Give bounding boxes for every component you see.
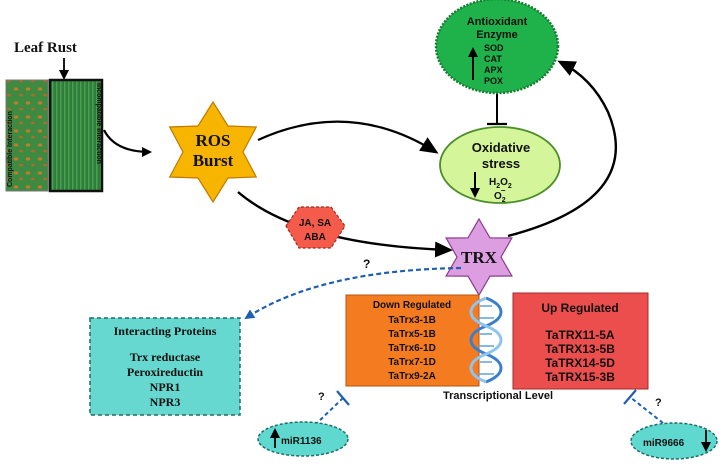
enzyme-cat: CAT <box>484 54 502 64</box>
trx-label: TRX <box>461 248 498 267</box>
antioxidant-enzyme-circle <box>434 0 560 95</box>
up-gene-3: TaTRX14-5D <box>545 356 615 370</box>
down-regulated-box <box>345 294 480 387</box>
mirna-right-inhibit-line <box>629 396 664 424</box>
down-gene-3: TaTrx6-1D <box>388 343 436 354</box>
leaf-image: Compatible Interaction Incompatible Inte… <box>5 78 104 193</box>
interacting-item-2: Peroxireductin <box>127 365 204 379</box>
arrow-leaf-to-ros <box>103 129 152 157</box>
antioxidant-title-line2: Enzyme <box>476 29 518 41</box>
incompatible-label: Incompatible Interaction <box>95 83 102 164</box>
ros-label-line2: Burst <box>193 151 234 170</box>
oxidative-stress-circle <box>439 126 561 204</box>
oxidative-line2: stress <box>482 156 520 171</box>
arrow-trx-to-antioxidant <box>507 60 618 238</box>
interacting-item-4: NPR3 <box>150 395 181 409</box>
down-regulated-title: Down Regulated <box>373 300 451 311</box>
leaf-rust-title: Leaf Rust <box>14 40 77 56</box>
down-gene-1: TaTrx3-1B <box>388 315 436 326</box>
mirna-left-label: miR1136 <box>281 436 322 447</box>
mirna-right-label: miR9666 <box>643 438 685 449</box>
ros-burst-star <box>168 100 258 204</box>
down-gene-5: TaTrx9-2A <box>388 371 436 382</box>
incompatible-leaf-panel <box>48 78 104 193</box>
mirna-right-ellipse <box>630 422 718 460</box>
interacting-item-1: Trx reductase <box>130 350 201 364</box>
h2o2-formula: H2O2 <box>489 177 512 190</box>
dashed-arrow-to-interacting <box>244 266 462 320</box>
h2o2-o: O <box>500 177 508 188</box>
compatible-leaf-panel <box>5 79 49 192</box>
o2-sup: − <box>501 186 506 195</box>
o2-sub: 2 <box>502 197 506 204</box>
up-gene-2: TaTRX13-5B <box>545 342 615 356</box>
interacting-title: Interacting Proteins <box>114 324 217 338</box>
hormone-hexagon <box>285 206 346 249</box>
mirna-left-ellipse <box>257 421 349 457</box>
mirna-right-inhibit-bar <box>623 389 637 405</box>
hormone-line1: JA, SA <box>299 218 331 229</box>
up-gene-4: TaTRX15-3B <box>545 370 615 384</box>
arrow-ros-to-trx <box>237 191 453 258</box>
h2o2-sub2: 2 <box>508 183 512 190</box>
up-gene-1: TaTRX11-5A <box>545 328 614 342</box>
up-regulated-box <box>512 292 649 390</box>
interacting-proteins-box <box>89 317 241 416</box>
oxidative-line1: Oxidative <box>472 140 531 155</box>
enzyme-sod: SOD <box>484 43 504 53</box>
down-gene-4: TaTrx7-1D <box>388 357 436 368</box>
h2o2-sub1: 2 <box>496 183 500 190</box>
question-mark-right: ? <box>655 397 662 409</box>
down-gene-2: TaTrx5-1B <box>388 329 436 340</box>
superoxide-formula: O2− <box>494 186 506 204</box>
interacting-item-3: NPR1 <box>150 380 181 394</box>
question-mark-left: ? <box>318 391 325 403</box>
antioxidant-title-line1: Antioxidant <box>467 16 528 28</box>
hormone-line2: ABA <box>304 232 326 243</box>
transcriptional-level-label: Transcriptional Level <box>443 390 553 402</box>
mirna-left-inhibit-bar <box>336 390 350 406</box>
compatible-label: Compatible Interaction <box>7 111 14 187</box>
enzyme-apx: APX <box>484 65 503 75</box>
h2o2-h: H <box>489 177 496 188</box>
ros-label-line1: ROS <box>196 131 231 150</box>
arrow-ros-to-oxidative <box>257 120 439 154</box>
o2-o: O <box>494 191 502 202</box>
dna-helix-icon <box>469 296 503 384</box>
up-regulated-title: Up Regulated <box>541 301 618 315</box>
question-mark-trx: ? <box>363 257 370 271</box>
enzyme-pox: POX <box>484 76 503 86</box>
